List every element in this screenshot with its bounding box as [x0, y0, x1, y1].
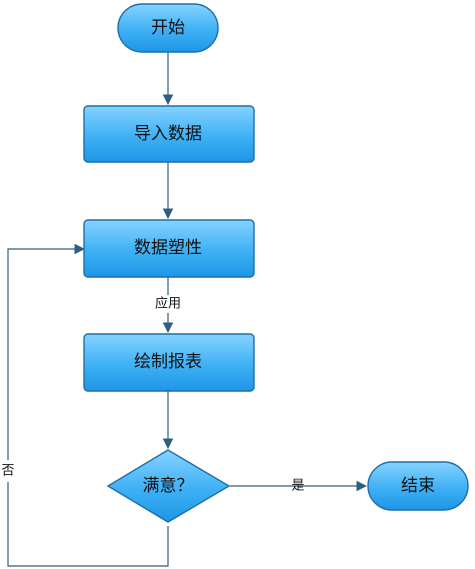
import-data-label: 导入数据 — [134, 124, 202, 144]
node-draw-report: 绘制报表 — [83, 333, 255, 392]
node-import-data: 导入数据 — [83, 105, 255, 163]
node-shape-data: 数据塑性 — [83, 219, 255, 278]
node-decision: 满意？ — [106, 449, 231, 523]
node-start: 开始 — [117, 3, 219, 53]
shape-data-process-shape — [83, 219, 255, 278]
node-end: 结束 — [367, 461, 469, 511]
draw-report-label: 绘制报表 — [134, 352, 202, 372]
edge-decision-no-loop — [7, 243, 169, 567]
import-data-process-shape — [83, 105, 255, 163]
start-label: 开始 — [151, 18, 185, 38]
end-label: 结束 — [401, 476, 435, 496]
no-label-bg — [0, 460, 16, 482]
end-terminal-shape — [367, 461, 469, 511]
edge-label-apply: 应用 — [155, 296, 181, 312]
decision-label: 满意？ — [143, 476, 194, 496]
shape-data-label: 数据塑性 — [134, 238, 202, 258]
decision-diamond-shape — [106, 449, 231, 523]
draw-report-process-shape — [83, 333, 255, 392]
edge-label-no: 否 — [1, 464, 14, 479]
start-terminal-shape — [117, 3, 219, 53]
edge-label-yes: 是 — [291, 479, 304, 494]
apply-label-bg — [148, 295, 188, 313]
